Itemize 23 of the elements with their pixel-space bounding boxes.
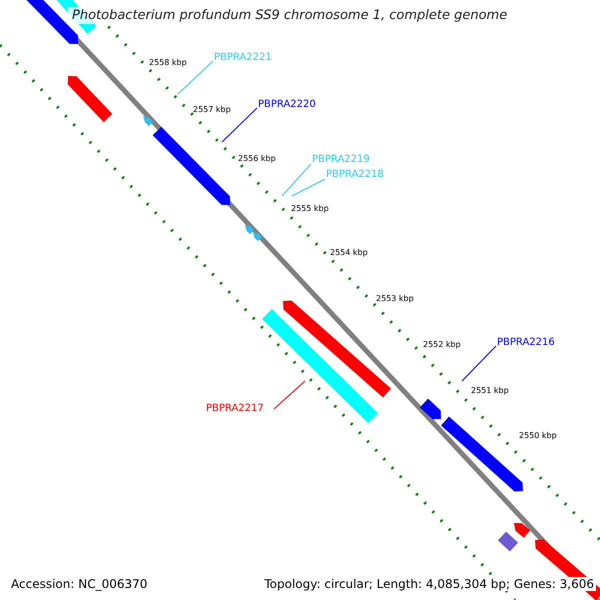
- leader-line: [462, 346, 496, 382]
- leader-line: [222, 108, 258, 142]
- gene-label: PBPRA2216: [497, 338, 555, 348]
- scale-label: 2551 kbp: [471, 387, 509, 395]
- leader-line: [282, 164, 312, 196]
- leader-line: [178, 60, 214, 94]
- gene-label: PBPRA2219: [312, 155, 370, 165]
- gene-label: PBPRA2221: [214, 53, 272, 63]
- scale-label: 2553 kbp: [376, 295, 414, 303]
- footer-text: Accession: NC_006370: [9, 577, 150, 591]
- scale-label: 2550 kbp: [519, 432, 557, 440]
- scale-label: 2556 kbp: [238, 155, 276, 163]
- gene-label: PBPRA2220: [258, 100, 316, 110]
- leader-line: [292, 178, 326, 196]
- scale-label: 2554 kbp: [330, 249, 368, 257]
- scale-label: 2558 kbp: [149, 59, 187, 67]
- scale-label: 2557 kbp: [193, 106, 231, 114]
- gene-label: PBPRA2217: [206, 404, 264, 414]
- leader-line: [274, 380, 306, 410]
- scale-label: 2555 kbp: [291, 205, 329, 213]
- gene-label: PBPRA2218: [326, 170, 384, 180]
- footer-text: Topology: circular; Length: 4,085,304 bp; Genes: 3,606: [262, 577, 596, 591]
- scale-label: 2552 kbp: [423, 341, 461, 349]
